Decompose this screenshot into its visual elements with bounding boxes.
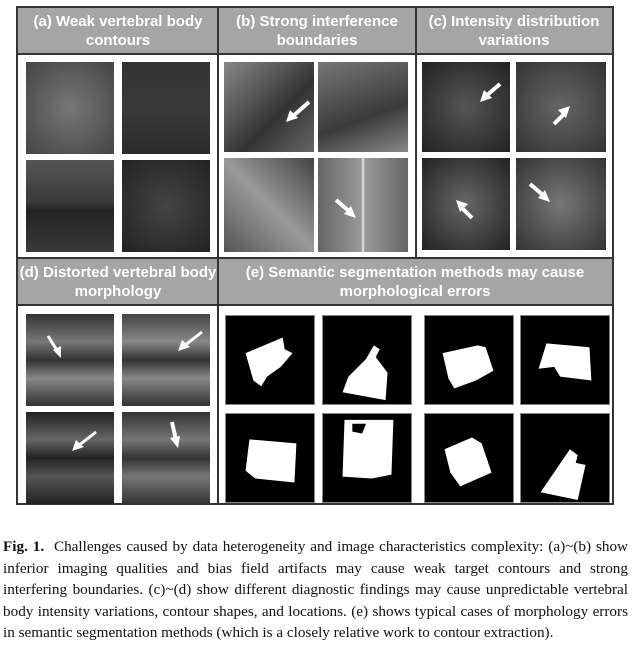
segmentation-mask <box>225 413 315 503</box>
panel-c-title: (c) Intensity distribution variations <box>416 8 612 55</box>
mri-image <box>122 314 210 406</box>
figure-1: (a) Weak vertebral body contours (b) Str… <box>16 6 614 505</box>
mri-image <box>318 158 408 252</box>
mri-image <box>26 62 114 154</box>
mri-image <box>318 62 408 152</box>
segmentation-mask <box>424 315 514 405</box>
divider <box>217 8 219 503</box>
segmentation-mask <box>322 315 412 405</box>
mri-image <box>122 412 210 504</box>
divider <box>415 8 417 259</box>
segmentation-mask <box>520 413 610 503</box>
figure-caption: Fig. 1. Challenges caused by data hetero… <box>3 536 628 644</box>
mri-image <box>224 62 314 152</box>
panel-a-title: (a) Weak vertebral body contours <box>18 8 218 55</box>
mri-image <box>26 160 114 252</box>
mri-image <box>422 62 510 152</box>
mri-image <box>516 158 606 250</box>
segmentation-mask <box>322 413 412 503</box>
mri-image <box>122 160 210 252</box>
panel-e-title: (e) Semantic segmentation methods may ca… <box>218 257 612 306</box>
panel-b-title: (b) Strong interference boundaries <box>218 8 416 55</box>
mri-image <box>422 158 510 250</box>
mri-image <box>26 412 114 504</box>
panel-d-title: (d) Distorted vertebral body morphology <box>18 257 218 306</box>
mri-image <box>122 62 210 154</box>
segmentation-mask <box>225 315 315 405</box>
mri-image <box>224 158 314 252</box>
mri-image <box>516 62 606 152</box>
mri-image <box>26 314 114 406</box>
caption-text: Challenges caused by data heterogeneity … <box>3 538 629 641</box>
segmentation-mask <box>424 413 514 503</box>
segmentation-mask <box>520 315 610 405</box>
caption-label: Fig. 1. <box>3 538 45 555</box>
